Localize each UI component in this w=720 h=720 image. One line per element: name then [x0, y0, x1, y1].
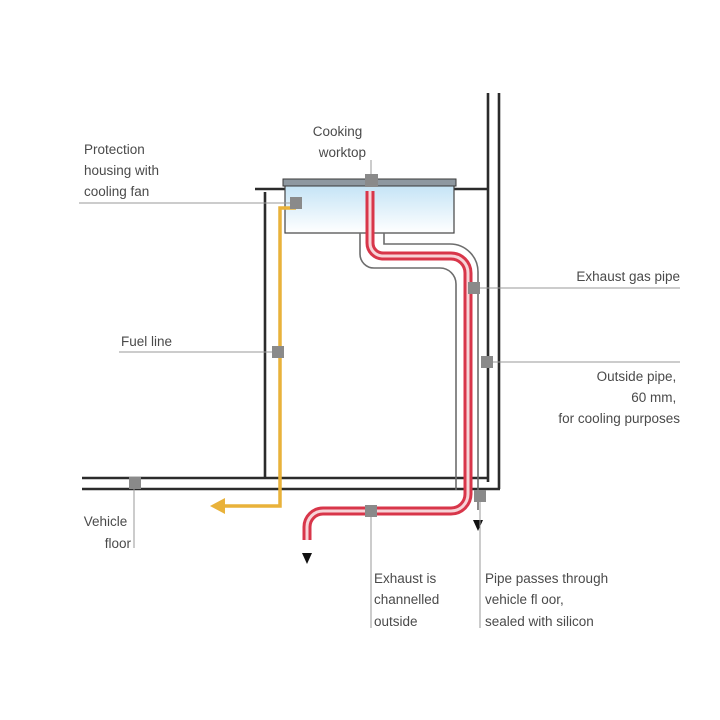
label-vehicle-floor: Vehicle floor [84, 514, 132, 551]
outside-pipe-right-wall [383, 233, 479, 510]
label-protection-housing: Protection housing with cooling fan [84, 142, 163, 199]
label-pipe-passes: Pipe passes through vehicle fl oor, seal… [485, 571, 612, 629]
marker-exhaust-channelled [365, 505, 377, 517]
label-exhaust-gas-pipe: Exhaust gas pipe [576, 269, 680, 284]
marker-protection-housing [290, 197, 302, 209]
flow-arrows [302, 520, 483, 564]
leader-lines [79, 160, 680, 628]
label-fuel-line: Fuel line [121, 334, 172, 349]
outside-pipe [359, 233, 479, 510]
marker-outside-pipe [481, 356, 493, 368]
fuel-line-path [222, 206, 296, 508]
cooling-outlet-arrow [473, 520, 483, 531]
marker-exhaust-gas-pipe [468, 282, 480, 294]
marker-vehicle-floor [129, 477, 141, 489]
exhaust-pipe-core [305, 191, 470, 540]
outside-pipe-left-wall [359, 233, 457, 490]
marker-pipe-passes [474, 490, 486, 502]
exhaust-outlet-arrow [302, 553, 312, 564]
exhaust-pipe [302, 191, 473, 540]
fuel-arrow-head [210, 498, 225, 514]
marker-cooking-worktop [365, 174, 378, 187]
label-cooking-worktop: Cooking worktop [313, 124, 366, 160]
label-outside-pipe: Outside pipe, 60 mm, for cooling purpose… [558, 369, 680, 426]
marker-fuel-line [272, 346, 284, 358]
fuel-line [210, 206, 296, 514]
label-exhaust-channelled: Exhaust is channelled outside [374, 571, 443, 629]
callout-markers [129, 174, 493, 517]
